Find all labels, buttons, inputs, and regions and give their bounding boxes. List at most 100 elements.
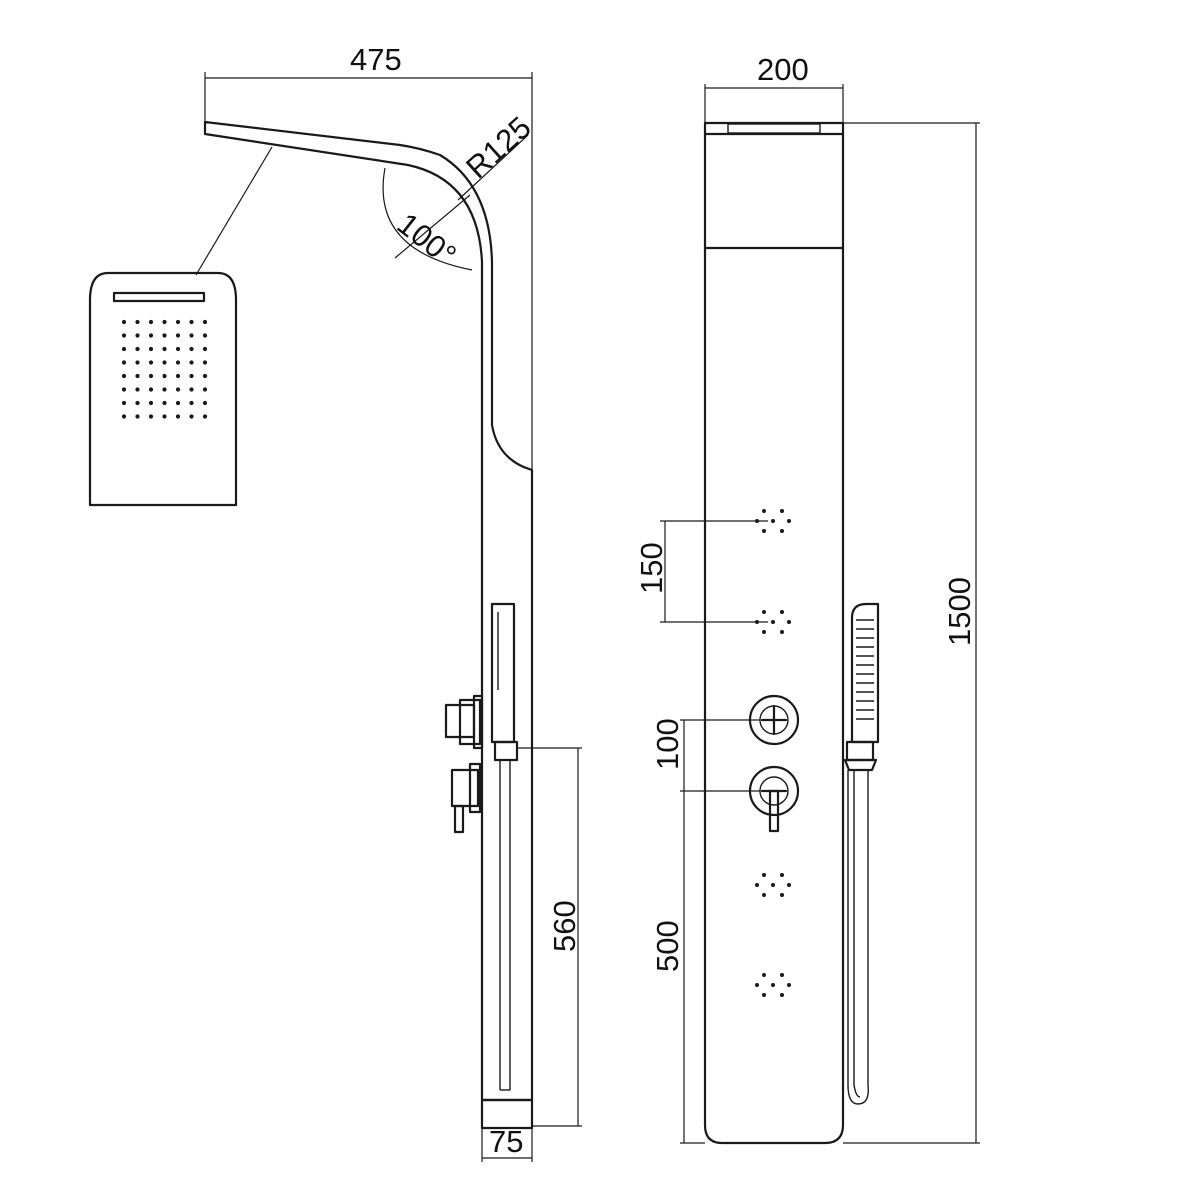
nozzle-dot — [121, 387, 127, 392]
nozzle-dot — [189, 360, 194, 365]
nozzle-dot — [148, 373, 154, 379]
nozzle-dot — [202, 346, 208, 352]
angle-ref-line — [394, 194, 471, 259]
nozzle-dot — [771, 883, 775, 887]
side-valve-diverter — [444, 694, 484, 750]
dim-500-label: 500 — [650, 920, 685, 972]
nozzle-dot — [121, 360, 127, 365]
nozzle-dot — [121, 400, 127, 406]
nozzle-dot — [762, 873, 766, 877]
rain-head-outline — [88, 271, 238, 507]
dim-1500-label: 1500 — [942, 577, 977, 646]
body-jet — [755, 509, 791, 533]
nozzle-dot — [162, 319, 167, 325]
nozzle-dot — [148, 346, 154, 352]
nozzle-dot — [780, 610, 784, 614]
nozzle-dot — [175, 319, 181, 325]
nozzle-dot — [135, 414, 140, 419]
nozzle-dot — [780, 893, 784, 897]
side-hand-shower — [490, 602, 516, 744]
nozzle-dot — [771, 519, 775, 523]
nozzle-dot — [148, 400, 154, 406]
body-jets — [755, 509, 791, 997]
dim-75-label: 75 — [489, 1124, 523, 1159]
nozzle-dot — [189, 400, 194, 406]
nozzle-dot — [148, 333, 154, 338]
body-jet — [755, 973, 791, 997]
radius-leader — [457, 134, 529, 201]
nozzle-dot — [202, 387, 208, 392]
nozzle-dot — [762, 610, 766, 614]
nozzle-dot — [162, 387, 167, 392]
nozzle-dot — [121, 414, 127, 419]
dim-200-label: 200 — [757, 52, 809, 87]
front-hand-shower — [843, 602, 880, 1105]
nozzle-dot — [202, 400, 208, 406]
nozzle-dot — [121, 373, 127, 379]
nozzle-dot — [780, 630, 784, 634]
front-top-slot — [727, 123, 821, 134]
radius-label: R125 — [459, 110, 537, 186]
nozzle-dot — [148, 319, 154, 325]
side-view: 100° R125 475 75 560 — [203, 42, 582, 1162]
nozzle-dot — [121, 319, 127, 325]
nozzle-dot — [762, 529, 766, 533]
nozzle-dot — [175, 387, 181, 392]
nozzle-dot — [780, 873, 784, 877]
nozzle-dot — [135, 387, 140, 392]
nozzle-dot — [189, 346, 194, 352]
nozzle-dot — [162, 360, 167, 365]
nozzle-dot — [121, 346, 127, 352]
nozzle-dot — [780, 509, 784, 513]
nozzle-dot — [135, 319, 140, 325]
front-valve-mixer — [748, 765, 800, 833]
front-hose — [847, 770, 869, 1105]
nozzle-dot — [202, 373, 208, 379]
rain-head-nozzles — [121, 319, 208, 419]
nozzle-dot — [787, 620, 791, 624]
nozzle-dot — [189, 373, 194, 379]
nozzle-dot — [135, 373, 140, 379]
nozzle-dot — [762, 893, 766, 897]
nozzle-dot — [787, 883, 791, 887]
body-jet — [755, 873, 791, 897]
nozzle-dot — [175, 346, 181, 352]
side-view-outline — [203, 120, 534, 1102]
angle-arc — [382, 167, 473, 271]
nozzle-dot — [162, 333, 167, 338]
nozzle-dot — [148, 360, 154, 365]
nozzle-dot — [175, 360, 181, 365]
front-view: 200 1500 150 100 500 — [634, 52, 980, 1145]
angle-label: 100° — [391, 206, 463, 273]
nozzle-dot — [175, 400, 181, 406]
nozzle-dot — [202, 319, 208, 325]
nozzle-dot — [762, 973, 766, 977]
dim-100-label: 100 — [650, 718, 685, 770]
nozzle-dot — [135, 400, 140, 406]
nozzle-dot — [755, 983, 759, 987]
nozzle-dot — [175, 333, 181, 338]
nozzle-dot — [121, 333, 127, 338]
nozzle-dot — [771, 620, 775, 624]
side-view-base — [480, 1098, 534, 1130]
nozzle-dot — [762, 509, 766, 513]
nozzle-dot — [148, 414, 154, 419]
nozzle-dot — [189, 387, 194, 392]
front-panel-outline — [703, 121, 845, 1145]
dim-475-label: 475 — [350, 42, 402, 77]
dim-560-label: 560 — [547, 900, 582, 952]
nozzle-dot — [162, 414, 167, 419]
nozzle-dot — [189, 414, 194, 419]
nozzle-dot — [780, 993, 784, 997]
nozzle-dot — [135, 333, 140, 338]
nozzle-dot — [189, 333, 194, 338]
nozzle-dot — [787, 983, 791, 987]
nozzle-dot — [162, 373, 167, 379]
nozzle-dot — [148, 387, 154, 392]
dim-150-label: 150 — [634, 542, 669, 594]
nozzle-dot — [162, 346, 167, 352]
rain-head-detail — [88, 146, 273, 507]
rain-head-leader — [195, 146, 273, 276]
nozzle-dot — [202, 333, 208, 338]
